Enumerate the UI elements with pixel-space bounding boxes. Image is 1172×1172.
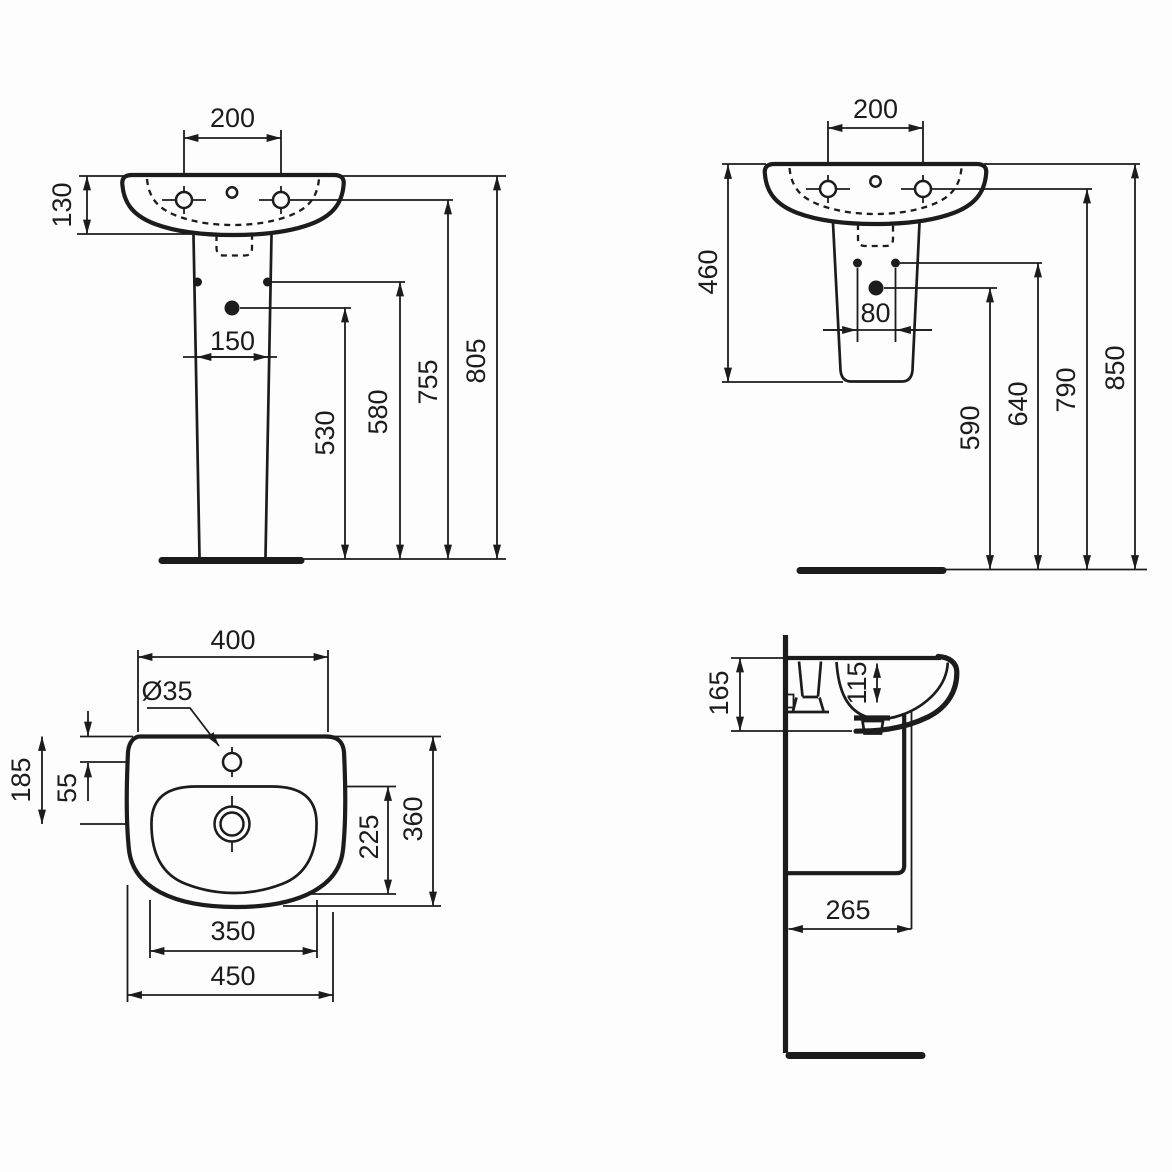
- dim-label-tap-spacing: 200: [210, 103, 255, 133]
- dim-label-apron-height: 165: [704, 670, 734, 715]
- tap-hole-icon: [818, 179, 838, 199]
- basin-outline: [120, 172, 346, 238]
- dim-label-bowl-depth: 225: [354, 814, 384, 859]
- basin-outline: [762, 161, 989, 227]
- overflow-hole-icon: [869, 175, 882, 188]
- dim-label-overall-width: 450: [210, 961, 255, 991]
- dim-label-fixing-height: 640: [1003, 381, 1033, 426]
- tap-hole-icon: [913, 179, 933, 199]
- fixing-hole-icon: [193, 277, 202, 287]
- overflow-hole-icon: [225, 186, 239, 199]
- dim-label-tap-spacing: 200: [853, 94, 898, 124]
- tap-hole-icon: [221, 751, 243, 773]
- overflow-hidden-edge: [215, 235, 254, 257]
- dim-label-tap-height: 755: [413, 359, 443, 404]
- dim-label-rim-height: 805: [461, 338, 491, 383]
- dim-label-fixing-spacing: 150: [210, 326, 255, 356]
- basin-outer-profile: [853, 653, 960, 734]
- dim-label-rim-height: 850: [1100, 345, 1130, 390]
- dim-label-bowl-inner-depth: 115: [842, 661, 872, 704]
- wall-fixing-notch: [787, 693, 795, 709]
- dim-label-bowl-width: 350: [210, 916, 255, 946]
- dim-label-semi-pedestal-height: 460: [693, 249, 723, 294]
- waste-tail: [860, 719, 885, 735]
- bowl-inner-profile: [835, 661, 950, 721]
- tap-ledge-edge: [816, 661, 823, 697]
- pedestal-left-edge: [192, 234, 201, 558]
- dim-label-tap-height: 790: [1051, 367, 1081, 412]
- fixing-hole-icon: [263, 277, 272, 287]
- overflow-hidden-edge: [856, 224, 895, 248]
- fixing-hole-icon: [853, 258, 862, 268]
- dim-label-rear-to-waste: 185: [6, 757, 36, 802]
- dim-label-wall-to-front: 265: [825, 895, 870, 925]
- dim-label-waste-height: 590: [955, 405, 985, 450]
- dim-label-rear-to-tap: 55: [52, 773, 82, 803]
- tap-hole-icon: [174, 190, 194, 210]
- tap-ledge-edge: [797, 661, 804, 697]
- shroud-profile: [788, 713, 907, 876]
- bowl-hidden-edge: [788, 167, 963, 216]
- pedestal-right-edge: [264, 234, 273, 558]
- dim-label-basin-height: 130: [47, 182, 77, 227]
- waste-outlet-inner-icon: [219, 811, 245, 837]
- waste-outlet-icon: [868, 280, 884, 296]
- bowl-outline: [150, 785, 318, 895]
- side-section-view: 165 115 265: [704, 635, 960, 1059]
- semi-pedestal-outline: [831, 222, 921, 383]
- dim-label-fixing-height: 580: [363, 389, 393, 434]
- dim-label-fixing-spacing: 80: [860, 298, 890, 328]
- leader-line-tap-diameter: [147, 707, 220, 747]
- fixing-hole-icon: [891, 258, 900, 268]
- plan-view: 400 Ø35 185 55 225 360 350 450: [6, 625, 441, 1002]
- dim-label-tap-diameter: Ø35: [141, 676, 192, 706]
- waste-outlet-icon: [224, 300, 240, 316]
- front-view-with-pedestal: 200 130 150 530 580 755 805: [47, 103, 506, 564]
- dim-label-waste-height: 530: [310, 410, 340, 455]
- dim-label-ledge-width: 400: [210, 625, 255, 655]
- tap-hole-icon: [271, 190, 291, 210]
- bowl-hidden-edge: [145, 178, 321, 227]
- tap-ledge-foot: [791, 695, 825, 712]
- front-view-with-semi-pedestal: 200 460 80 590 640 790 850: [693, 94, 1147, 574]
- dim-label-overall-depth: 360: [398, 796, 428, 841]
